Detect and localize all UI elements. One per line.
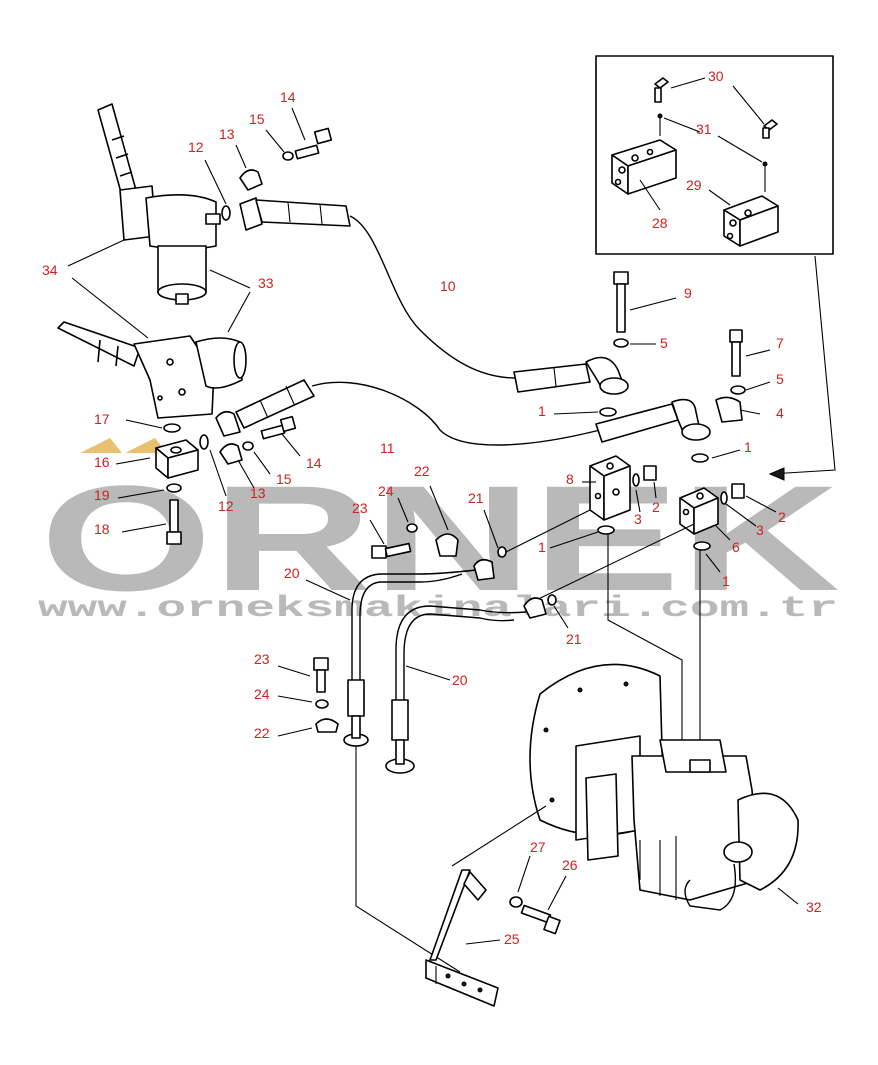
leader-34b	[71, 277, 149, 339]
callout-14a: 14	[280, 89, 296, 105]
callout-17: 17	[94, 411, 110, 427]
callout-1d: 1	[722, 573, 730, 589]
valve-block-6	[679, 487, 719, 535]
callout-22a: 22	[414, 463, 430, 479]
callout-11: 11	[380, 440, 395, 456]
callout-12a: 12	[188, 139, 204, 155]
steering-valve-middle	[57, 321, 247, 419]
o-ring-1d	[693, 541, 711, 551]
inset-frame	[595, 55, 834, 255]
o-ring-17	[163, 423, 181, 433]
inset-arrow	[768, 255, 836, 481]
callout-15a: 15	[249, 111, 265, 127]
steering-valve-top	[97, 103, 221, 305]
valve-block-29	[723, 195, 779, 247]
callout-32: 32	[806, 899, 822, 915]
callout-33: 33	[258, 275, 274, 291]
hose-11	[215, 379, 711, 446]
leader-33a	[209, 269, 251, 289]
callout-24b: 24	[254, 686, 270, 702]
leader-33b	[227, 291, 251, 333]
callout-3b: 3	[756, 522, 764, 538]
callout-34: 34	[42, 262, 58, 278]
callout-30: 30	[708, 68, 724, 84]
washer-27	[509, 896, 523, 908]
callout-23a: 23	[352, 500, 368, 516]
flange-13-mid	[199, 415, 297, 465]
watermark-url: www.orneksmakinalari.com.tr	[38, 592, 838, 626]
callout-21a: 21	[468, 490, 484, 506]
leader-34a	[67, 239, 125, 267]
hose-20b	[385, 594, 557, 774]
leader-32	[777, 887, 799, 905]
bolt-23-upper	[371, 542, 412, 559]
callout-16: 16	[94, 454, 110, 470]
callout-18: 18	[94, 521, 110, 537]
callout-10: 10	[440, 278, 456, 294]
callout-7: 7	[776, 335, 784, 351]
flange-4	[715, 396, 743, 423]
bolt-23-lower	[313, 657, 329, 693]
fitting-2-left	[632, 465, 657, 487]
callout-22b: 22	[254, 725, 270, 741]
o-ring-1c	[597, 525, 615, 535]
washer-19	[166, 483, 182, 493]
callout-5a: 5	[660, 335, 668, 351]
pump-32	[529, 663, 799, 911]
callout-25: 25	[504, 931, 520, 947]
callout-9: 9	[684, 285, 692, 301]
callout-15b: 15	[276, 471, 292, 487]
callout-29: 29	[686, 177, 702, 193]
o-ring-1a	[599, 407, 617, 417]
callout-13b: 13	[250, 485, 266, 501]
callout-27: 27	[530, 839, 546, 855]
screw-30	[654, 77, 778, 139]
callout-5b: 5	[776, 371, 784, 387]
o-ring-1b	[691, 453, 709, 463]
flange-22-lower	[315, 718, 339, 733]
callout-31: 31	[696, 121, 712, 137]
callout-20b: 20	[452, 672, 468, 688]
callout-8: 8	[566, 471, 574, 487]
callout-24a: 24	[378, 483, 394, 499]
callout-26: 26	[562, 857, 578, 873]
callout-1b: 1	[744, 439, 752, 455]
callout-14b: 14	[306, 455, 322, 471]
callout-2b: 2	[778, 509, 786, 525]
bolt-26	[520, 904, 561, 935]
callout-19: 19	[94, 487, 110, 503]
hose-20a	[343, 546, 507, 747]
fitting-2-right	[720, 483, 745, 505]
bolt-9	[613, 271, 629, 348]
bolt-7	[729, 329, 746, 395]
hose-10	[221, 197, 629, 395]
callout-6: 6	[732, 539, 740, 555]
callouts: 14 15 13 12 33 34 10 11 17 16 19 18 12 1…	[42, 68, 822, 947]
callout-28: 28	[652, 215, 668, 231]
callout-1c: 1	[538, 539, 546, 555]
bolt-18	[166, 499, 182, 545]
callout-20a: 20	[284, 565, 300, 581]
washer-24-upper	[406, 523, 418, 533]
flange-13-top	[239, 127, 333, 191]
callout-4: 4	[776, 405, 784, 421]
valve-block-8	[589, 455, 631, 521]
callout-13a: 13	[219, 126, 235, 142]
watermark-accent-left	[80, 438, 122, 453]
callout-1a: 1	[538, 403, 546, 419]
valve-block-28	[611, 139, 677, 195]
flange-22-upper	[435, 533, 459, 557]
bracket-25	[425, 869, 499, 1007]
callout-21b: 21	[566, 631, 582, 647]
inset-detail	[595, 55, 834, 255]
callout-3a: 3	[634, 511, 642, 527]
block-16	[155, 439, 199, 479]
washer-24-lower	[315, 699, 329, 709]
callout-12b: 12	[218, 498, 234, 514]
callout-2a: 2	[652, 499, 660, 515]
callout-23b: 23	[254, 651, 270, 667]
